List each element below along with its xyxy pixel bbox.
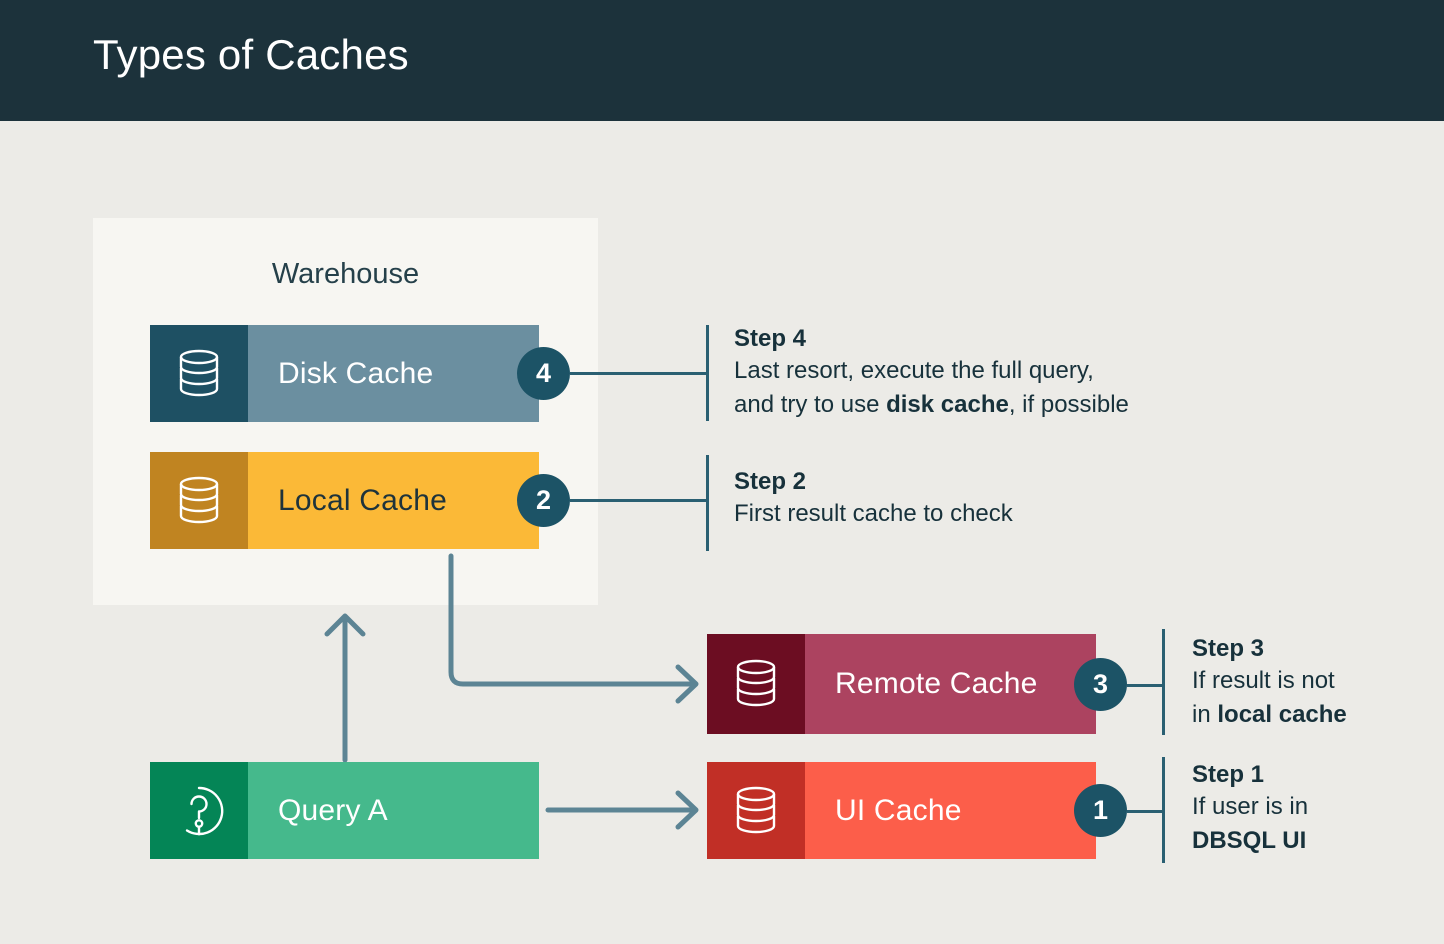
step-body: Last resort, execute the full query, and… <box>734 354 1254 421</box>
warehouse-label: Warehouse <box>271 258 420 290</box>
database-icon-glyph <box>179 476 219 523</box>
step-line2-pre: in <box>1192 700 1218 728</box>
step-note-1: Step 1 If user is in DBSQL UI <box>1192 760 1442 857</box>
step-title: Step 4 <box>734 325 807 352</box>
step-line2-bold: disk cache <box>886 390 1009 418</box>
step-connector-3 <box>1127 684 1165 687</box>
page-header: Types of Caches <box>0 0 1444 121</box>
database-icon <box>707 634 805 734</box>
step-line2-post: , if possible <box>1008 390 1129 418</box>
step-line2-pre: and try to use <box>734 390 887 418</box>
arrow-query-to-warehouse <box>324 613 366 763</box>
step-connector-2 <box>570 499 708 502</box>
step-line1: First result cache to check <box>734 500 1013 527</box>
node-label: Local Cache <box>278 483 447 517</box>
step-body: If user is in DBSQL UI <box>1192 790 1442 857</box>
step-title: Step 2 <box>734 468 807 495</box>
step-divider-2 <box>706 455 709 551</box>
database-icon-glyph <box>179 349 219 396</box>
step-badge-3[interactable]: 3 <box>1074 658 1127 711</box>
step-badge-1[interactable]: 1 <box>1074 784 1127 837</box>
step-title: Step 1 <box>1192 761 1265 788</box>
database-icon <box>150 325 248 422</box>
step-line2-bold: local cache <box>1217 700 1347 728</box>
page-title: Types of Caches <box>93 31 409 78</box>
question-mark-circle-icon <box>150 762 248 859</box>
step-badge-2[interactable]: 2 <box>517 474 570 527</box>
node-label: Disk Cache <box>278 356 434 390</box>
database-icon-glyph <box>736 659 776 707</box>
node-ui-cache[interactable]: UI Cache <box>707 762 1096 859</box>
step-line2-bold: DBSQL UI <box>1192 826 1307 854</box>
step-body: If result is not in local cache <box>1192 664 1442 731</box>
step-note-2: Step 2 First result cache to check <box>734 467 1254 531</box>
node-local-cache[interactable]: Local Cache <box>150 452 539 549</box>
node-label: Remote Cache <box>835 667 1038 700</box>
step-connector-1 <box>1127 810 1165 813</box>
step-body: First result cache to check <box>734 497 1254 531</box>
step-line1: If user is in <box>1192 793 1309 820</box>
step-note-4: Step 4 Last resort, execute the full que… <box>734 324 1254 421</box>
step-connector-4 <box>570 372 708 375</box>
step-note-3: Step 3 If result is not in local cache <box>1192 634 1442 731</box>
node-disk-cache[interactable]: Disk Cache <box>150 325 539 422</box>
arrow-query-to-ui-cache <box>545 790 699 830</box>
step-line1: Last resort, execute the full query, <box>734 357 1094 384</box>
step-line1: If result is not <box>1192 667 1335 694</box>
step-divider-3 <box>1162 629 1165 735</box>
database-icon <box>150 452 248 549</box>
node-label: Query A <box>278 793 388 827</box>
step-badge-4[interactable]: 4 <box>517 347 570 400</box>
node-query-a[interactable]: Query A <box>150 762 539 859</box>
database-icon <box>707 762 805 859</box>
database-icon-glyph <box>736 786 776 833</box>
step-title: Step 3 <box>1192 635 1265 662</box>
node-remote-cache[interactable]: Remote Cache <box>707 634 1096 734</box>
node-label: UI Cache <box>835 793 962 827</box>
question-mark-circle-icon-glyph <box>185 786 224 835</box>
